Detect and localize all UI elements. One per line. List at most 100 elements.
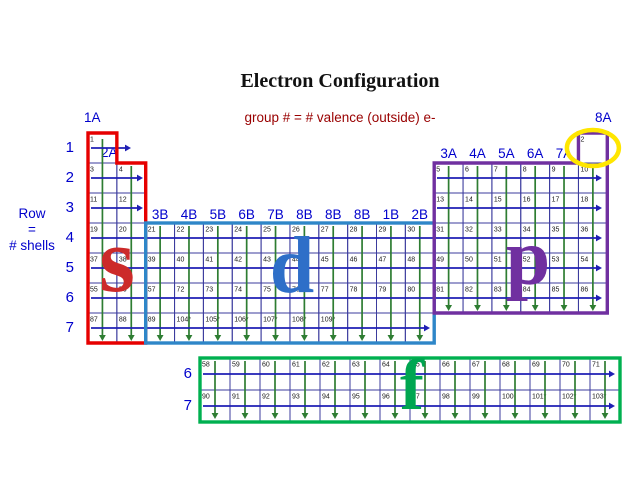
element-number: 62 xyxy=(322,362,330,369)
element-number: 18 xyxy=(580,197,588,204)
element-number: 25 xyxy=(263,227,271,234)
block-letter-d: d xyxy=(270,222,315,310)
column-arrowhead-icon xyxy=(272,335,279,341)
element-number: 105* xyxy=(205,317,220,324)
period-label-4: 4 xyxy=(65,229,74,246)
period-label-3: 3 xyxy=(65,199,74,216)
element-number: 99 xyxy=(472,394,480,401)
element-number: 8 xyxy=(523,167,527,174)
column-arrowhead-icon xyxy=(541,413,549,419)
column-arrowhead-icon xyxy=(502,305,510,311)
period-label-6: 6 xyxy=(65,289,74,306)
element-number: 27 xyxy=(321,227,329,234)
column-arrowhead-icon xyxy=(391,413,399,419)
period-label-7: 7 xyxy=(65,319,74,336)
group-label-a: 4A xyxy=(469,146,486,161)
element-number: 80 xyxy=(407,287,415,294)
column-arrowhead-icon xyxy=(511,413,519,419)
f-period-label-6: 6 xyxy=(183,365,192,382)
group-label-1a: 1A xyxy=(84,110,101,125)
row-caption-line: = xyxy=(28,222,36,237)
block-letter-s: s xyxy=(99,209,135,311)
element-number: 4 xyxy=(119,167,123,174)
column-arrowhead-icon xyxy=(387,335,395,341)
column-arrowhead-icon xyxy=(211,413,219,419)
group-label-a: 6A xyxy=(527,146,544,161)
element-number: 73 xyxy=(205,287,213,294)
element-number: 2 xyxy=(580,137,584,144)
element-number: 39 xyxy=(148,257,156,264)
element-number: 57 xyxy=(148,287,156,294)
block-letter-f: f xyxy=(400,345,425,425)
element-number: 106* xyxy=(234,317,249,324)
element-number: 17 xyxy=(552,197,560,204)
element-number: 92 xyxy=(262,394,270,401)
column-arrowhead-icon xyxy=(301,413,309,419)
element-number: 52 xyxy=(523,257,531,264)
column-arrowhead-icon xyxy=(421,413,429,419)
element-number: 45 xyxy=(321,257,329,264)
element-number: 46 xyxy=(350,257,358,264)
element-number: 95 xyxy=(352,394,360,401)
column-arrowhead-icon xyxy=(241,413,249,419)
column-arrowhead-icon xyxy=(589,305,597,311)
helium-highlight-circle xyxy=(564,127,622,169)
element-number: 75 xyxy=(263,287,271,294)
group-label-a: 3A xyxy=(440,146,457,161)
element-number: 67 xyxy=(472,362,480,369)
element-number: 77 xyxy=(321,287,329,294)
element-number: 81 xyxy=(436,287,444,294)
row-arrowhead-icon xyxy=(137,174,143,182)
row-caption-line: # shells xyxy=(9,238,55,253)
group-label-b: 4B xyxy=(181,207,198,222)
element-number: 79 xyxy=(379,287,387,294)
column-arrowhead-icon xyxy=(271,413,279,419)
column-arrowhead-icon xyxy=(329,335,337,341)
element-number: 11 xyxy=(90,197,97,204)
element-number: 104* xyxy=(177,317,192,324)
element-number: 37 xyxy=(90,257,98,264)
element-number: 10 xyxy=(580,167,588,174)
period-label-5: 5 xyxy=(65,259,74,276)
element-number: 24 xyxy=(234,227,242,234)
element-number: 13 xyxy=(436,197,444,204)
element-number: 89 xyxy=(148,317,156,324)
element-number: 42 xyxy=(234,257,242,264)
element-number: 93 xyxy=(292,394,300,401)
element-number: 101* xyxy=(532,394,547,401)
element-number: 28 xyxy=(350,227,358,234)
element-number: 30 xyxy=(407,227,415,234)
element-number: 51 xyxy=(494,257,502,264)
element-number: 20 xyxy=(119,227,127,234)
element-number: 109* xyxy=(321,317,336,324)
column-arrowhead-icon xyxy=(185,335,193,341)
block-letter-p: p xyxy=(506,214,551,302)
element-number: 1 xyxy=(90,137,94,144)
element-number: 66 xyxy=(442,362,450,369)
element-number: 35 xyxy=(552,227,560,234)
element-number: 12 xyxy=(119,197,127,204)
column-arrowhead-icon xyxy=(451,413,459,419)
element-number: 47 xyxy=(379,257,387,264)
element-number: 5 xyxy=(436,167,440,174)
element-number: 56 xyxy=(119,287,127,294)
group-label-b: 3B xyxy=(152,207,169,222)
element-number: 19 xyxy=(90,227,98,234)
element-number: 16 xyxy=(523,197,531,204)
element-number: 43 xyxy=(263,257,271,264)
element-number: 41 xyxy=(205,257,213,264)
element-number: 82 xyxy=(465,287,473,294)
element-number: 85 xyxy=(552,287,560,294)
group-label-8a: 8A xyxy=(595,110,612,125)
column-arrowhead-icon xyxy=(560,305,568,311)
element-number: 96 xyxy=(382,394,390,401)
group-label-b: 8B xyxy=(296,207,313,222)
element-number: 15 xyxy=(494,197,502,204)
element-number: 7 xyxy=(494,167,498,174)
s-block-outline xyxy=(86,131,148,345)
element-number: 103* xyxy=(592,394,607,401)
element-number: 102* xyxy=(562,394,577,401)
group-label-b: 2B xyxy=(412,207,429,222)
element-number: 87 xyxy=(90,317,98,324)
